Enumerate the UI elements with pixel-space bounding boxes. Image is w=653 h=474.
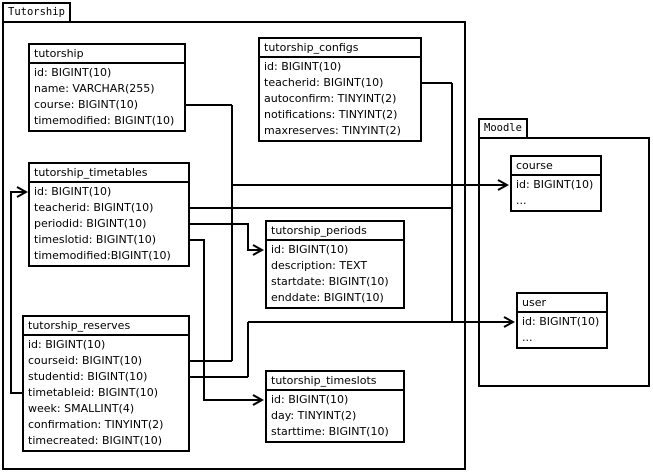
table-tutorship_periods[interactable]: tutorship_periods id: BIGINT(10) descripti… xyxy=(265,220,405,309)
table-fields: id: BIGINT(10) courseid: BIGINT(10) studen… xyxy=(24,336,188,450)
field-row: id: BIGINT(10) xyxy=(522,315,600,328)
field-row: id: BIGINT(10) xyxy=(264,60,342,73)
table-tutorship_reserves[interactable]: tutorship_reserves id: BIGINT(10) courseid… xyxy=(22,315,190,452)
table-name: user xyxy=(518,294,606,313)
package-tab-moodle: Moodle xyxy=(478,118,528,137)
table-fields: id: BIGINT(10)... xyxy=(518,313,606,347)
connector-line xyxy=(190,239,262,400)
table-name: tutorship_timeslots xyxy=(267,372,403,391)
field-row: timemodified:BIGINT(10) xyxy=(34,249,171,262)
field-row: timetableid: BIGINT(10) xyxy=(28,386,159,399)
table-fields: id: BIGINT(10) teacherid: BIGINT(10) autoc… xyxy=(260,58,420,140)
table-tutorship_timetables[interactable]: tutorship_timetables id: BIGINT(10) teache… xyxy=(28,162,190,267)
table-fields: id: BIGINT(10) description: TEXT startdate… xyxy=(267,241,403,307)
table-name: tutorship_configs xyxy=(260,39,420,58)
field-row: description: TEXT xyxy=(271,259,368,272)
package-frame-tutorship xyxy=(2,21,466,470)
field-row: startdate: BIGINT(10) xyxy=(271,275,389,288)
field-row: teacherid: BIGINT(10) xyxy=(34,201,154,214)
field-row: id: BIGINT(10) xyxy=(34,66,112,79)
field-row: studentid: BIGINT(10) xyxy=(28,370,148,383)
table-fields: id: BIGINT(10)... xyxy=(512,176,600,210)
field-row: enddate: BIGINT(10) xyxy=(271,291,384,304)
table-fields: id: BIGINT(10) day: TINYINT(2) starttime: … xyxy=(267,391,403,441)
field-row: maxreserves: TINYINT(2) xyxy=(264,124,401,137)
field-row: timeslotid: BIGINT(10) xyxy=(34,233,157,246)
package-tab-tutorship-label: Tutorship xyxy=(8,6,65,18)
field-row: ... xyxy=(522,331,533,344)
package-frame-moodle xyxy=(478,137,650,387)
field-row: timecreated: BIGINT(10) xyxy=(28,434,163,447)
table-tutorship_timeslots[interactable]: tutorship_timeslots id: BIGINT(10) day: TI… xyxy=(265,370,405,443)
field-row: confirmation: TINYINT(2) xyxy=(28,418,164,431)
field-row: id: BIGINT(10) xyxy=(28,338,106,351)
field-row: starttime: BIGINT(10) xyxy=(271,425,389,438)
field-row: teacherid: BIGINT(10) xyxy=(264,76,384,89)
field-row: courseid: BIGINT(10) xyxy=(28,354,143,367)
table-name: tutorship_timetables xyxy=(30,164,188,183)
package-tab-tutorship: Tutorship xyxy=(2,2,71,21)
table-tutorship[interactable]: tutorship id: BIGINT(10) name: VARCHAR(255… xyxy=(28,43,186,132)
field-row: week: SMALLINT(4) xyxy=(28,402,135,415)
table-name: tutorship xyxy=(30,45,184,64)
connector-line xyxy=(190,223,262,250)
table-fields: id: BIGINT(10) teacherid: BIGINT(10) perio… xyxy=(30,183,188,265)
table-name: tutorship_reserves xyxy=(24,317,188,336)
package-tab-moodle-label: Moodle xyxy=(484,122,522,134)
field-row: id: BIGINT(10) xyxy=(271,393,349,406)
field-row: name: VARCHAR(255) xyxy=(34,82,155,95)
table-fields: id: BIGINT(10) name: VARCHAR(255) course: … xyxy=(30,64,184,130)
field-row: course: BIGINT(10) xyxy=(34,98,139,111)
table-name: tutorship_periods xyxy=(267,222,403,241)
field-row: id: BIGINT(10) xyxy=(34,185,112,198)
field-row: autoconfirm: TINYINT(2) xyxy=(264,92,397,105)
field-row: periodid: BIGINT(10) xyxy=(34,217,147,230)
field-row: id: BIGINT(10) xyxy=(516,178,594,191)
field-row: day: TINYINT(2) xyxy=(271,409,357,422)
table-name: course xyxy=(512,157,600,176)
field-row: ... xyxy=(516,194,527,207)
field-row: timemodified: BIGINT(10) xyxy=(34,114,175,127)
field-row: notifications: TINYINT(2) xyxy=(264,108,398,121)
field-row: id: BIGINT(10) xyxy=(271,243,349,256)
connector-line xyxy=(10,192,26,394)
table-tutorship_configs[interactable]: tutorship_configs id: BIGINT(10) teacherid… xyxy=(258,37,422,142)
